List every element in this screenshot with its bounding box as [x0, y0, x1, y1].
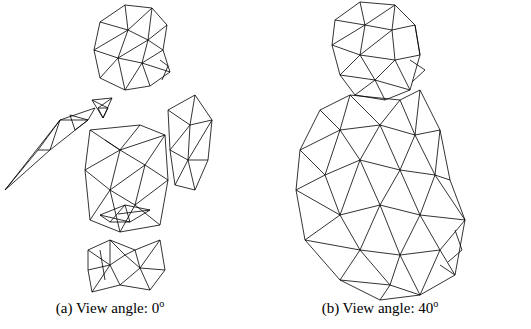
degree-mark: o	[159, 298, 164, 309]
torso-mesh	[85, 125, 168, 232]
leg-mesh	[88, 240, 165, 292]
view-caption: (b) View angle: 40o	[322, 300, 439, 317]
arm-mesh	[5, 108, 95, 190]
caption-text: (b) View angle: 40	[322, 300, 434, 316]
neck-mesh	[92, 98, 112, 118]
degree-mark: o	[433, 298, 438, 309]
view-caption: (a) View angle: 0o	[56, 300, 164, 317]
hand-mesh	[100, 205, 150, 222]
head-mesh	[94, 5, 170, 90]
body-mesh	[296, 90, 465, 300]
arm-mesh	[168, 95, 212, 190]
caption-text: (a) View angle: 0	[56, 300, 159, 316]
head-mesh	[332, 2, 425, 100]
